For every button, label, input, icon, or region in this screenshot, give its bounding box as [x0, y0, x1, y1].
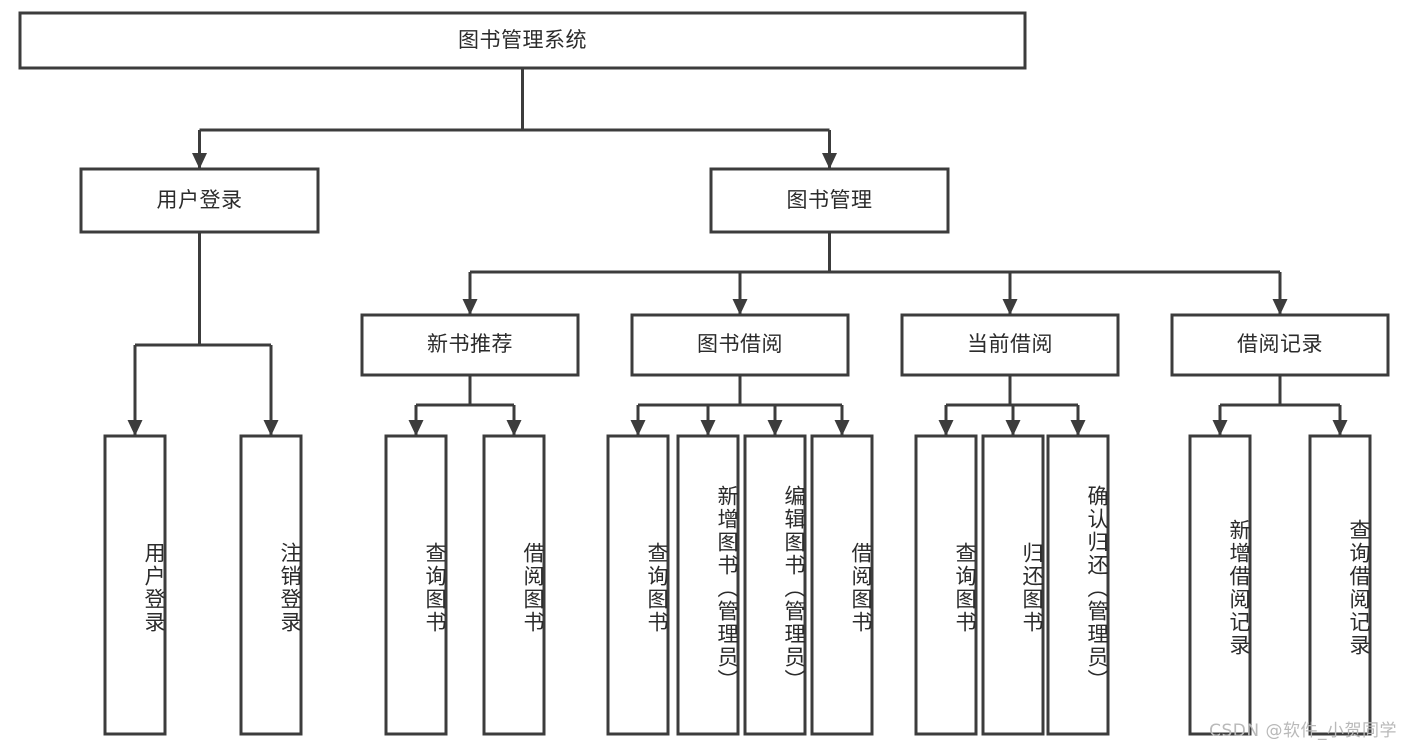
arrow-head-icon: [263, 420, 279, 436]
arrow-head-icon: [1070, 420, 1086, 436]
arrow-head-icon: [732, 299, 748, 315]
node-box-leaf-return-book[interactable]: [981, 434, 1045, 736]
arrow-head-icon: [127, 420, 143, 436]
node-box-leaf-logout[interactable]: [239, 434, 303, 736]
node-box-leaf-borrow-book-1[interactable]: [482, 434, 546, 736]
arrow-head-icon: [408, 420, 424, 436]
arrow-head-icon: [1002, 299, 1018, 315]
arrow-head-icon: [630, 420, 646, 436]
node-box-user-login[interactable]: [79, 167, 320, 234]
connectors-layer: [127, 68, 1348, 436]
arrow-head-icon: [822, 153, 837, 169]
node-box-leaf-confirm-return[interactable]: [1046, 434, 1110, 736]
node-box-leaf-add-book[interactable]: [676, 434, 740, 736]
node-box-current-borrow[interactable]: [900, 313, 1120, 377]
node-box-new-book-rec[interactable]: [360, 313, 580, 377]
arrow-head-icon: [767, 420, 783, 436]
arrow-head-icon: [700, 420, 716, 436]
node-box-leaf-borrow-book-2[interactable]: [810, 434, 874, 736]
node-box-borrow-record[interactable]: [1170, 313, 1390, 377]
arrow-head-icon: [462, 299, 478, 315]
node-box-leaf-query-book-2[interactable]: [606, 434, 670, 736]
node-box-book-manage[interactable]: [709, 167, 950, 234]
arrow-head-icon: [834, 420, 850, 436]
node-box-leaf-add-record[interactable]: [1188, 434, 1252, 736]
arrow-head-icon: [1332, 420, 1348, 436]
node-box-leaf-user-login[interactable]: [103, 434, 167, 736]
node-box-root[interactable]: [18, 11, 1027, 70]
node-box-leaf-query-book-1[interactable]: [384, 434, 448, 736]
arrow-head-icon: [1272, 299, 1288, 315]
arrow-head-icon: [1005, 420, 1021, 436]
node-boxes-layer: [18, 11, 1390, 736]
arrow-head-icon: [938, 420, 954, 436]
node-box-leaf-query-book-3[interactable]: [914, 434, 978, 736]
node-box-leaf-edit-book[interactable]: [743, 434, 807, 736]
arrow-head-icon: [506, 420, 522, 436]
watermark-text: CSDN @软件_小贺同学: [1209, 721, 1397, 741]
arrow-head-icon: [1212, 420, 1228, 436]
arrow-head-icon: [192, 153, 207, 169]
node-box-book-borrow[interactable]: [630, 313, 850, 377]
node-box-leaf-query-record[interactable]: [1308, 434, 1372, 736]
